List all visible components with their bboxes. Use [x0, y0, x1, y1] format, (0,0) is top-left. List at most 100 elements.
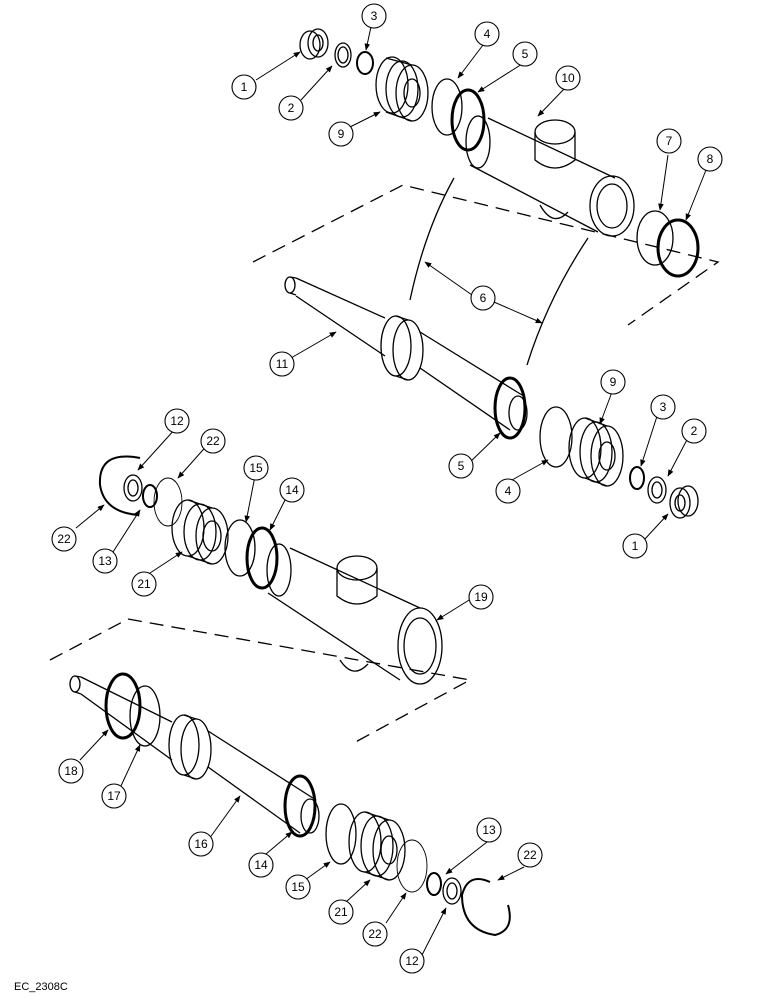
part-5-top-seal-ring	[450, 88, 486, 152]
part-9-top-gland	[375, 56, 429, 122]
part-4-middle-ring	[539, 406, 573, 468]
callout-15-lower-circle	[285, 874, 311, 900]
part-6-wire-left	[409, 177, 455, 301]
leader-9-middle	[599, 391, 613, 425]
callout-2-middle-label: 2	[691, 424, 698, 438]
part-3-top-o-ring	[356, 51, 374, 75]
callout-22-upper-snap-label: 22	[57, 532, 71, 546]
callout-22-lower-snap-label: 22	[523, 848, 537, 862]
part-1-top-end-cap	[299, 28, 329, 60]
part-17-ring	[129, 685, 161, 747]
callout-12-upper-label: 12	[170, 414, 184, 428]
callout-5-middle-circle	[448, 453, 474, 479]
leader-19	[436, 596, 475, 621]
callout-9-top-label: 9	[338, 127, 345, 141]
part-6-wire-right	[526, 237, 589, 366]
part-13-lower-o-ring	[426, 872, 442, 896]
part-18-seal-ring	[104, 672, 142, 740]
callout-16-circle	[188, 831, 214, 857]
callout-17-circle	[101, 783, 127, 809]
callout-1-middle-circle	[622, 533, 648, 559]
callout-12-upper-circle	[164, 408, 190, 434]
part-19-bottom-cylinder	[266, 543, 443, 685]
callout-2-middle-circle	[681, 418, 707, 444]
callout-22-lower-backup-label: 22	[368, 927, 382, 941]
callout-4-middle-label: 4	[505, 484, 512, 498]
leader-4-middle	[511, 459, 549, 481]
leader-4-top	[457, 44, 484, 79]
callout-14-upper-label: 14	[285, 483, 299, 497]
callout-17-label: 17	[107, 789, 121, 803]
callout-1-top-label: 1	[241, 80, 248, 94]
callout-6-label: 6	[480, 291, 487, 305]
callout-1-top-circle	[231, 74, 257, 100]
part-5-middle-seal-ring	[493, 376, 527, 440]
callout-19-circle	[468, 584, 494, 610]
leader-15-upper	[244, 475, 256, 523]
part-3-middle-o-ring	[629, 466, 645, 490]
callout-21-upper-circle	[131, 571, 157, 597]
leader-13-upper	[112, 509, 141, 553]
part-22-left-snap-ring	[98, 455, 141, 516]
leader-1-top	[255, 51, 301, 81]
leader-12-upper	[137, 427, 177, 471]
callout-3-middle-circle	[650, 394, 676, 420]
callout-12-lower-label: 12	[405, 954, 419, 968]
callout-7-circle	[656, 128, 682, 154]
leader-8	[685, 169, 707, 221]
callout-16-label: 16	[194, 837, 208, 851]
callout-19-label: 19	[474, 590, 488, 604]
callout-3-top-label: 3	[371, 9, 378, 23]
callout-7-label: 7	[666, 134, 673, 148]
leader-10	[537, 87, 566, 117]
part-14-upper-seal-ring	[245, 526, 279, 590]
part-7-ring	[636, 210, 674, 266]
leader-6-right	[493, 301, 543, 324]
callout-22-upper-backup-circle	[200, 428, 226, 454]
leader-22-upper-snap	[75, 504, 105, 529]
callout-22-lower-backup-circle	[362, 921, 388, 947]
callout-2-top-label: 2	[288, 101, 295, 115]
callout-8-circle	[697, 146, 723, 172]
leader-6-left	[424, 261, 473, 296]
callout-5-middle-label: 5	[458, 459, 465, 473]
part-22-lower-snap-ring	[460, 878, 511, 937]
leader-3-middle	[640, 409, 660, 467]
leader-12-lower	[421, 907, 447, 956]
part-11-top-piston-rod	[284, 276, 528, 431]
leader-14-lower	[265, 831, 293, 855]
leader-18	[79, 729, 109, 761]
callout-9-top-circle	[328, 121, 354, 147]
callout-4-middle-circle	[495, 478, 521, 504]
part-12-left-ring	[123, 474, 143, 502]
part-9-middle-gland	[568, 417, 624, 487]
callout-14-lower-circle	[248, 852, 274, 878]
callout-13-upper-label: 13	[98, 554, 112, 568]
callout-12-lower-circle	[399, 948, 425, 974]
callout-10-label: 10	[561, 71, 575, 85]
leader-7	[658, 154, 669, 211]
callout-13-lower-label: 13	[482, 823, 496, 837]
leader-22-lower-snap	[497, 866, 525, 881]
callout-14-lower-label: 14	[254, 858, 268, 872]
callout-15-lower-label: 15	[291, 880, 305, 894]
callout-3-top-circle	[361, 3, 387, 29]
part-21-lower-gland	[348, 811, 406, 881]
leader-5-top	[477, 63, 523, 93]
part-12-lower-ring	[442, 877, 462, 905]
leader-21-upper	[149, 551, 183, 574]
callout-21-upper-label: 21	[137, 577, 151, 591]
callout-14-upper-circle	[279, 477, 305, 503]
part-21-left-gland	[171, 499, 229, 565]
leader-16	[208, 795, 241, 840]
callout-11-circle	[269, 351, 295, 377]
leader-22-lower-backup	[385, 892, 407, 924]
top-assembly-reference-plane	[252, 184, 720, 326]
leader-21-lower	[345, 879, 371, 903]
document-code: EC_2308C	[14, 981, 68, 993]
callout-4-top-label: 4	[484, 27, 491, 41]
part-2-top-ring	[334, 42, 352, 68]
leader-2-top	[300, 65, 333, 101]
callout-8-label: 8	[707, 152, 714, 166]
